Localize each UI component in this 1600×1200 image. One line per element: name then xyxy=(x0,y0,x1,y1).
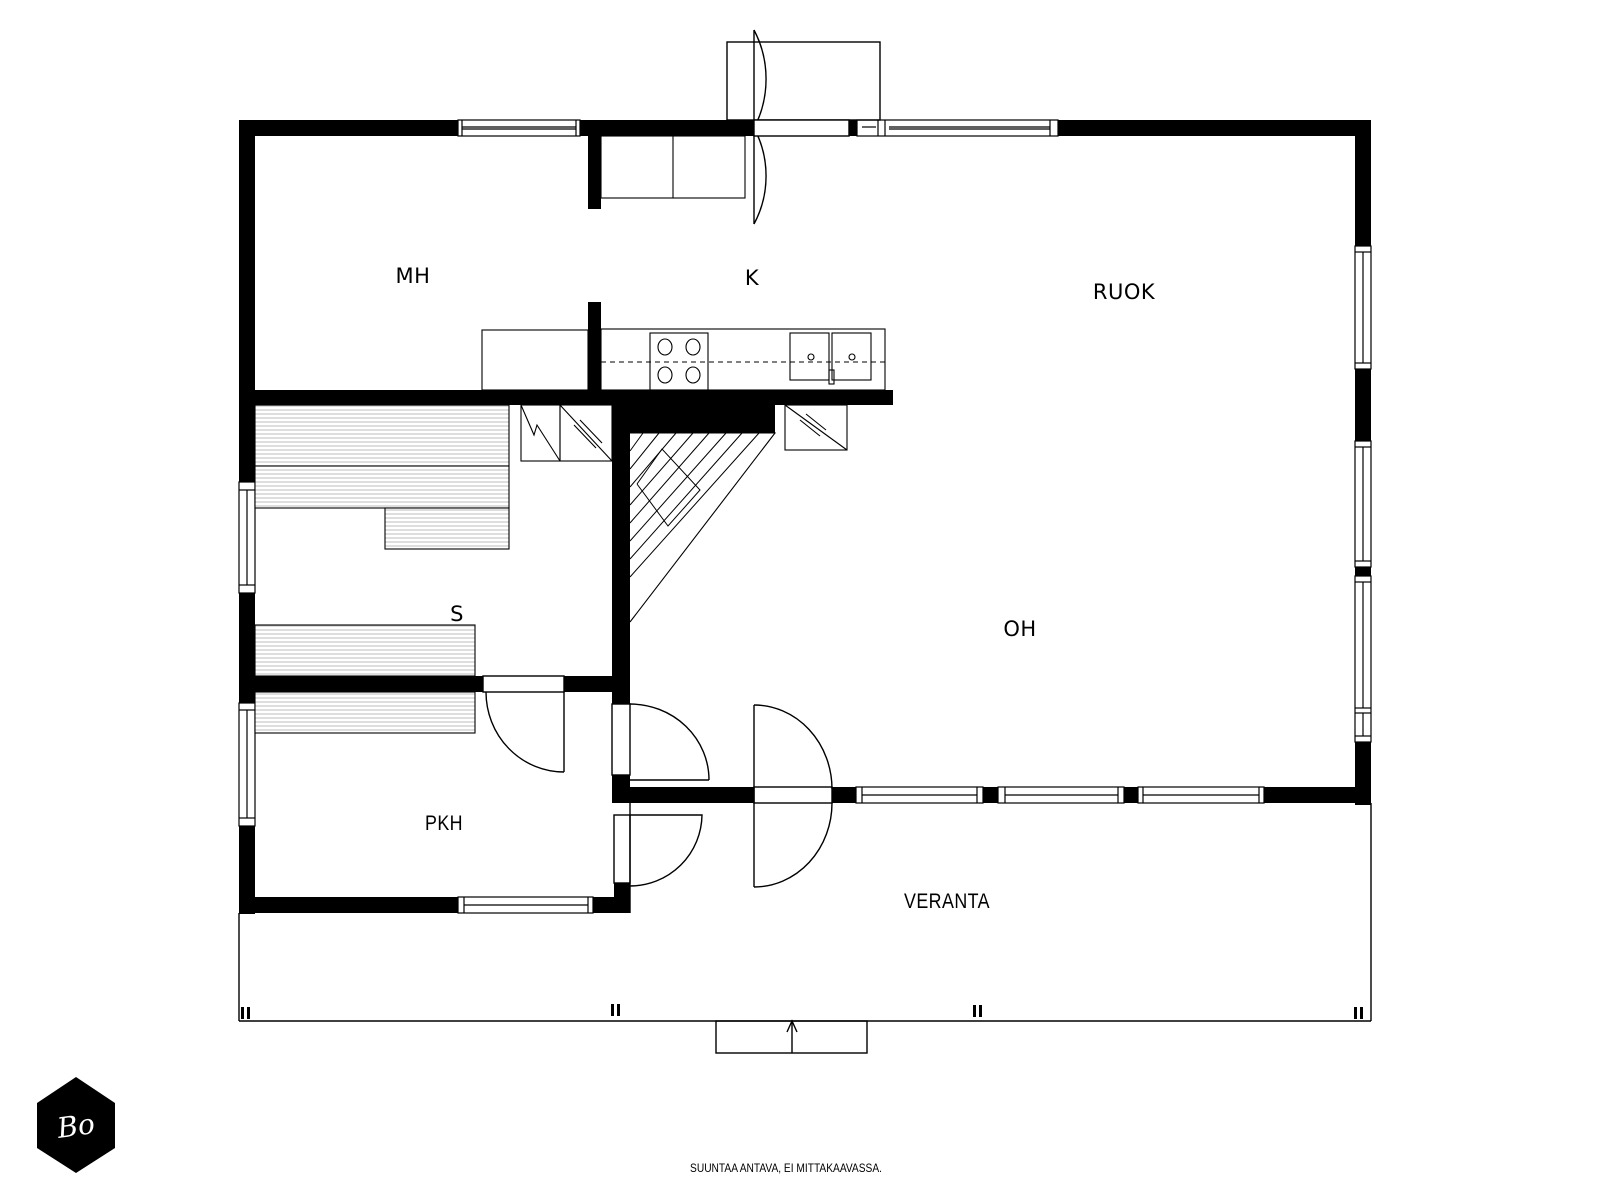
fireplace-hatch xyxy=(629,432,760,578)
interior-walls xyxy=(239,136,893,913)
room-label-pkh: PKH xyxy=(425,812,463,835)
room-label-oh: OH xyxy=(1003,617,1037,641)
veranda-posts xyxy=(241,1004,1363,1019)
veranda xyxy=(238,803,1372,1054)
room-label-mh: MH xyxy=(395,264,431,288)
room-label-veranta: VERANTA xyxy=(904,890,990,913)
logo-text: Bo xyxy=(55,1107,97,1145)
exterior-walls xyxy=(239,120,1371,914)
windows xyxy=(238,119,1372,914)
room-label-k: K xyxy=(744,266,760,290)
disclaimer-note: SUUNTAA ANTAVA, EI MITTAKAAVASSA. xyxy=(690,1161,882,1175)
room-label-ruok: RUOK xyxy=(1092,280,1156,304)
fixtures xyxy=(481,135,886,623)
room-label-s: S xyxy=(450,602,464,626)
doors xyxy=(482,29,881,913)
sauna-benches xyxy=(254,404,510,734)
logo-hexagon xyxy=(37,1077,115,1173)
